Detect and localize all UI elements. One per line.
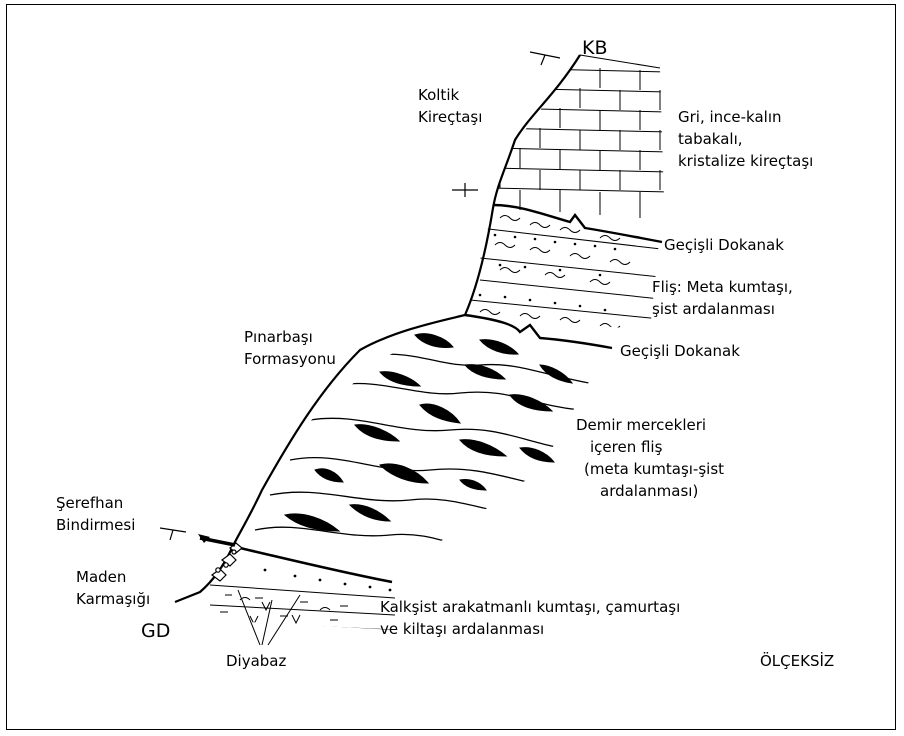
flis-dots [479,234,617,312]
limestone-desc-line3: kristalize kireçtaşı [678,152,813,170]
koltik-label-line1: Koltik [418,86,459,104]
demir-desc-line4: ardalanması) [600,482,698,500]
dip-symbols [160,52,560,540]
serefhan-label-line1: Şerefhan [56,494,123,512]
limestone-desc-line1: Gri, ince-kalın [678,108,782,126]
pinarbasi-label-line2: Formasyonu [244,350,336,368]
upper-contact-label: Geçişli Dokanak [664,236,784,254]
bottom-unit-dots [264,569,392,592]
demir-desc-line2: içeren fliş [590,438,663,456]
bottom-unit-pattern [210,585,395,630]
demir-desc-line3: (meta kumtaşı-şist [584,460,724,478]
maden-blocks [212,543,242,581]
diyabaz-label: Diyabaz [226,652,287,670]
scale-note: ÖLÇEKSİZ [760,651,834,670]
pinarbasi-label-line1: Pınarbaşı [244,328,313,346]
kalkshist-desc-line2: ve kiltaşı ardalanması [380,620,544,638]
koltik-label-line2: Kireçtaşı [418,108,482,126]
serefhan-label-line2: Bindirmesi [56,516,135,534]
upper-contact-line [493,205,662,242]
kalkshist-desc-line1: Kalkşist arakatmanlı kumtaşı, çamurtaşı [380,598,680,616]
gd-label: GD [141,620,170,642]
lower-contact-label: Geçişli Dokanak [620,342,740,360]
flis-pattern [470,216,670,329]
kb-label: KB [582,37,608,59]
limestone-pattern [490,68,670,218]
thrust-line [240,548,392,582]
flis-desc-line2: şist ardalanması [652,300,775,318]
maden-label-line2: Karmaşığı [76,590,150,608]
flis-desc-line1: Fliş: Meta kumtaşı, [652,278,793,296]
demir-desc-line1: Demir mercekleri [576,416,706,434]
limestone-desc-line2: tabakalı, [678,130,743,148]
maden-label-line1: Maden [76,568,126,586]
thrust-arrowhead [198,534,210,543]
